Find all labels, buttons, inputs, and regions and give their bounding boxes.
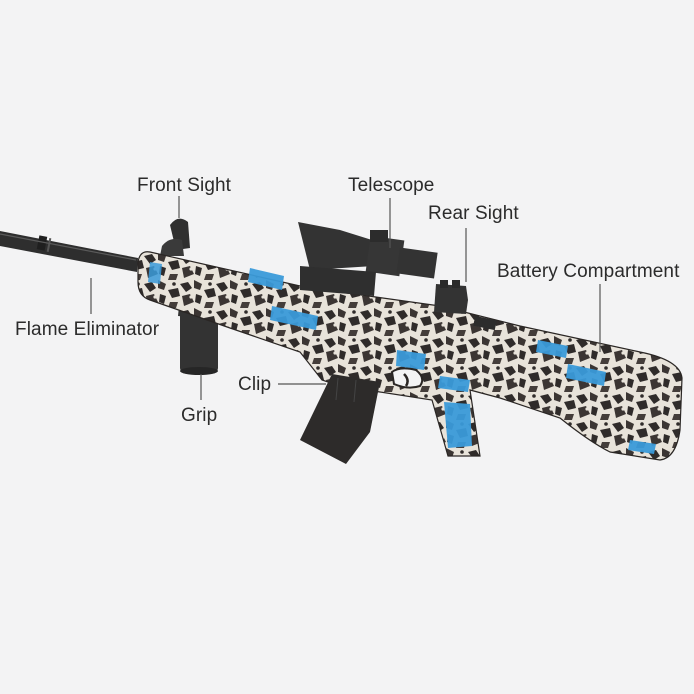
rear-sight-part [434, 280, 497, 331]
label-flame-eliminator: Flame Eliminator [15, 319, 160, 340]
label-grip: Grip [181, 405, 218, 426]
front-sight-part [160, 218, 190, 256]
clip-part [300, 374, 380, 464]
barrel [0, 231, 138, 272]
label-rear-sight: Rear Sight [428, 203, 519, 224]
telescope-part [298, 222, 438, 296]
label-telescope: Telescope [348, 175, 435, 196]
blaster-body [137, 251, 683, 461]
label-front-sight: Front Sight [137, 175, 232, 196]
leader-lines [90, 196, 601, 400]
label-battery-compartment: Battery Compartment [497, 261, 680, 282]
label-clip: Clip [238, 374, 272, 395]
